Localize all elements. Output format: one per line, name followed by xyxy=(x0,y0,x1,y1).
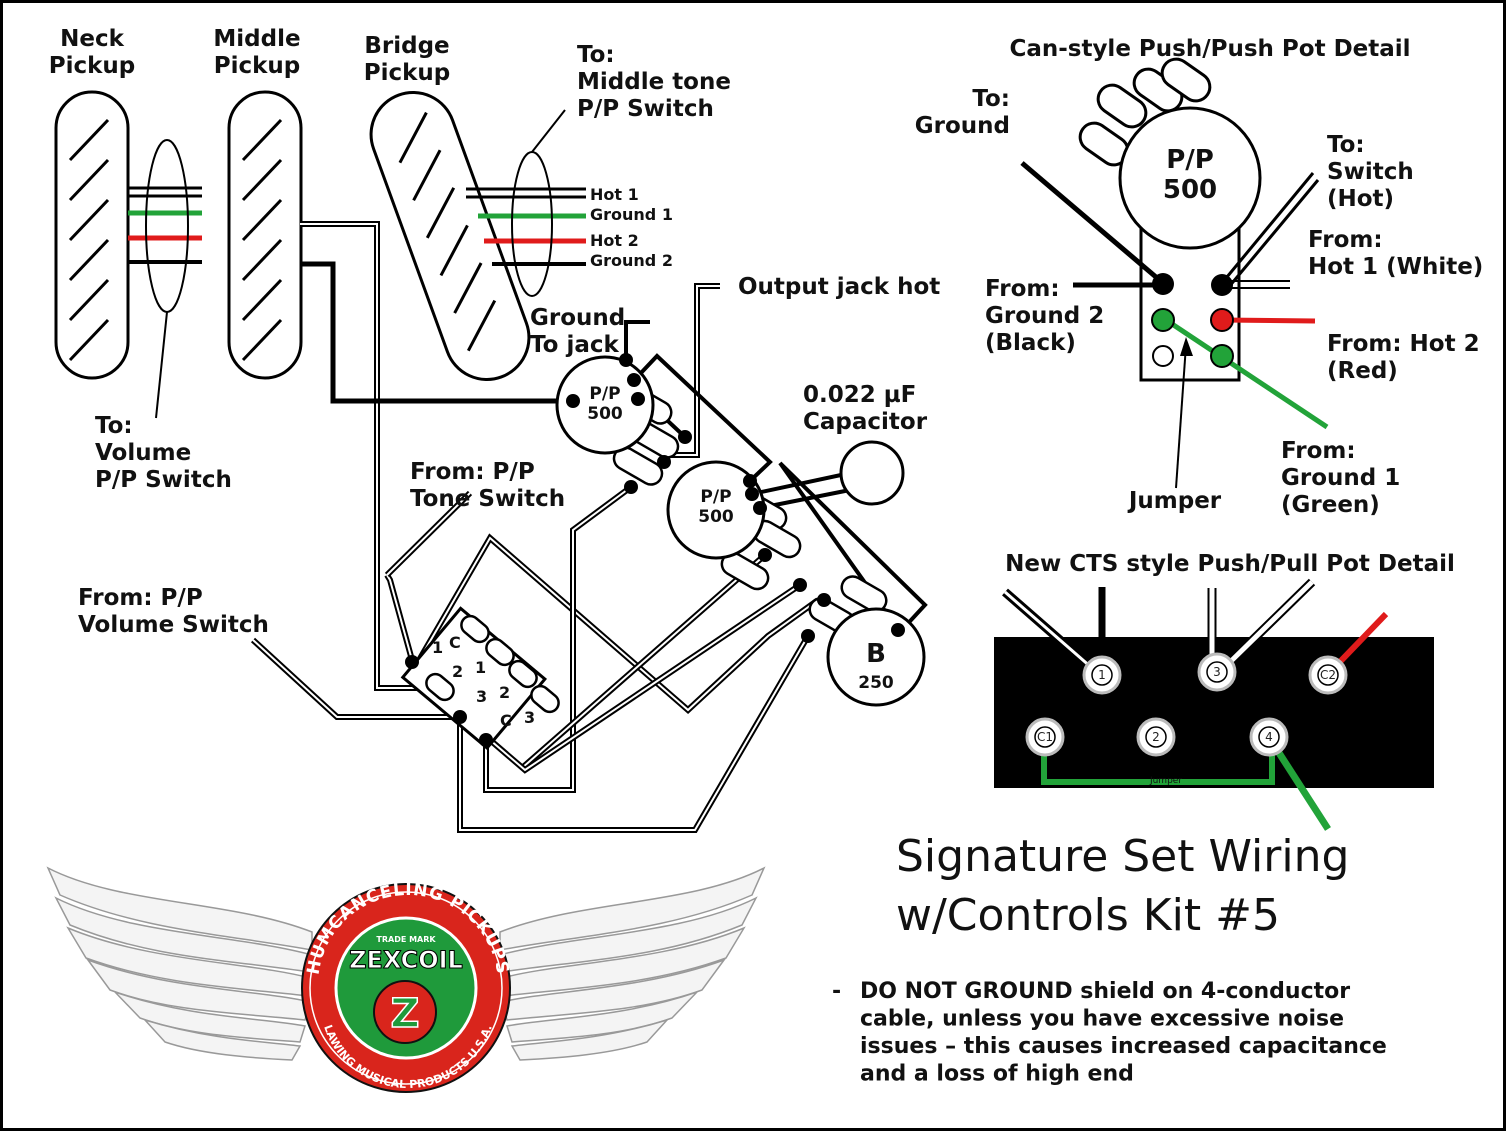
cts-terminal-c2: C2 xyxy=(1320,668,1336,682)
pot-b-250: B 250 xyxy=(801,575,926,707)
can-from-ground1-label: From:Ground 1(Green) xyxy=(1281,438,1400,518)
can-style-detail: Can-style Push/Push Pot Detail P/P 500 T… xyxy=(915,36,1484,518)
can-pot-line2: 500 xyxy=(1163,175,1217,205)
pot-b-letter: B xyxy=(866,639,886,669)
can-from-ground2-label: From:Ground 2(Black) xyxy=(985,276,1104,356)
pot-pp-middle-line1: P/P xyxy=(700,487,731,507)
hot2-label: Hot 2 xyxy=(590,231,639,250)
pot-pp-top-line1: P/P xyxy=(589,384,620,404)
switch-num-2: 2 xyxy=(452,662,463,681)
bridge-pickup xyxy=(369,91,531,381)
switch-num-3: 1 xyxy=(475,658,486,677)
logo-z-letter: Z xyxy=(390,991,419,1037)
switch-num-5: 2 xyxy=(499,683,510,702)
can-detail-title: Can-style Push/Push Pot Detail xyxy=(1009,36,1410,62)
hot1-label: Hot 1 xyxy=(590,185,639,204)
can-jumper-label: Jumper xyxy=(1127,488,1222,514)
ground2-label: Ground 2 xyxy=(590,251,673,270)
switch-num-6: C xyxy=(500,711,512,730)
cts-style-detail: New CTS style Push/Pull Pot Detail 1 3 C… xyxy=(994,551,1455,831)
pot-pp-top-line2: 500 xyxy=(587,404,623,424)
logo-trademark: TRADE MARK xyxy=(376,935,436,944)
middle-pickup xyxy=(227,90,303,380)
can-to-switch-label: To:Switch(Hot) xyxy=(1327,132,1414,212)
pot-pp-top: P/P 500 xyxy=(555,353,692,494)
pot-pp-middle-line2: 500 xyxy=(698,507,734,527)
capacitor xyxy=(839,440,905,506)
logo-brand: ZEXCOIL xyxy=(349,946,463,974)
pot-pp-middle: P/P 500 xyxy=(666,460,807,592)
right-wing xyxy=(499,866,766,1061)
bridge-cable xyxy=(466,109,586,297)
switch-num-1: C xyxy=(449,633,461,652)
can-to-ground-label: To:Ground xyxy=(915,86,1010,139)
ground1-label: Ground 1 xyxy=(590,205,673,224)
switch-num-0: 1 xyxy=(432,638,443,657)
switch-num-7: 3 xyxy=(524,708,535,727)
can-pot-line1: P/P xyxy=(1166,145,1214,175)
zexcoil-logo: HUMCANCELING PICKUPS LAWING MUSICAL PROD… xyxy=(46,866,766,1093)
wiring xyxy=(250,221,928,833)
pp-switch: 1 C 2 1 3 2 C 3 xyxy=(400,606,560,751)
cts-terminal-3: 3 xyxy=(1213,665,1221,679)
cts-detail-title: New CTS style Push/Pull Pot Detail xyxy=(1005,551,1455,577)
cts-terminal-c1: C1 xyxy=(1037,730,1053,744)
left-wing xyxy=(46,866,313,1061)
cts-jumper-label: Jumper xyxy=(1149,776,1182,786)
note-bullet: - xyxy=(832,979,841,1004)
cts-terminal-2: 2 xyxy=(1152,730,1160,744)
can-from-hot2-label: From: Hot 2(Red) xyxy=(1327,331,1480,384)
cts-terminal-4: 4 xyxy=(1265,730,1273,744)
can-from-hot1-label: From:Hot 1 (White) xyxy=(1308,227,1483,280)
pot-b-value: 250 xyxy=(858,673,894,693)
cts-terminal-1: 1 xyxy=(1098,668,1106,682)
neck-cable xyxy=(128,139,202,419)
switch-num-4: 3 xyxy=(476,687,487,706)
output-jack-hot-label: Output jack hot xyxy=(738,274,940,300)
neck-pickup xyxy=(54,90,130,380)
